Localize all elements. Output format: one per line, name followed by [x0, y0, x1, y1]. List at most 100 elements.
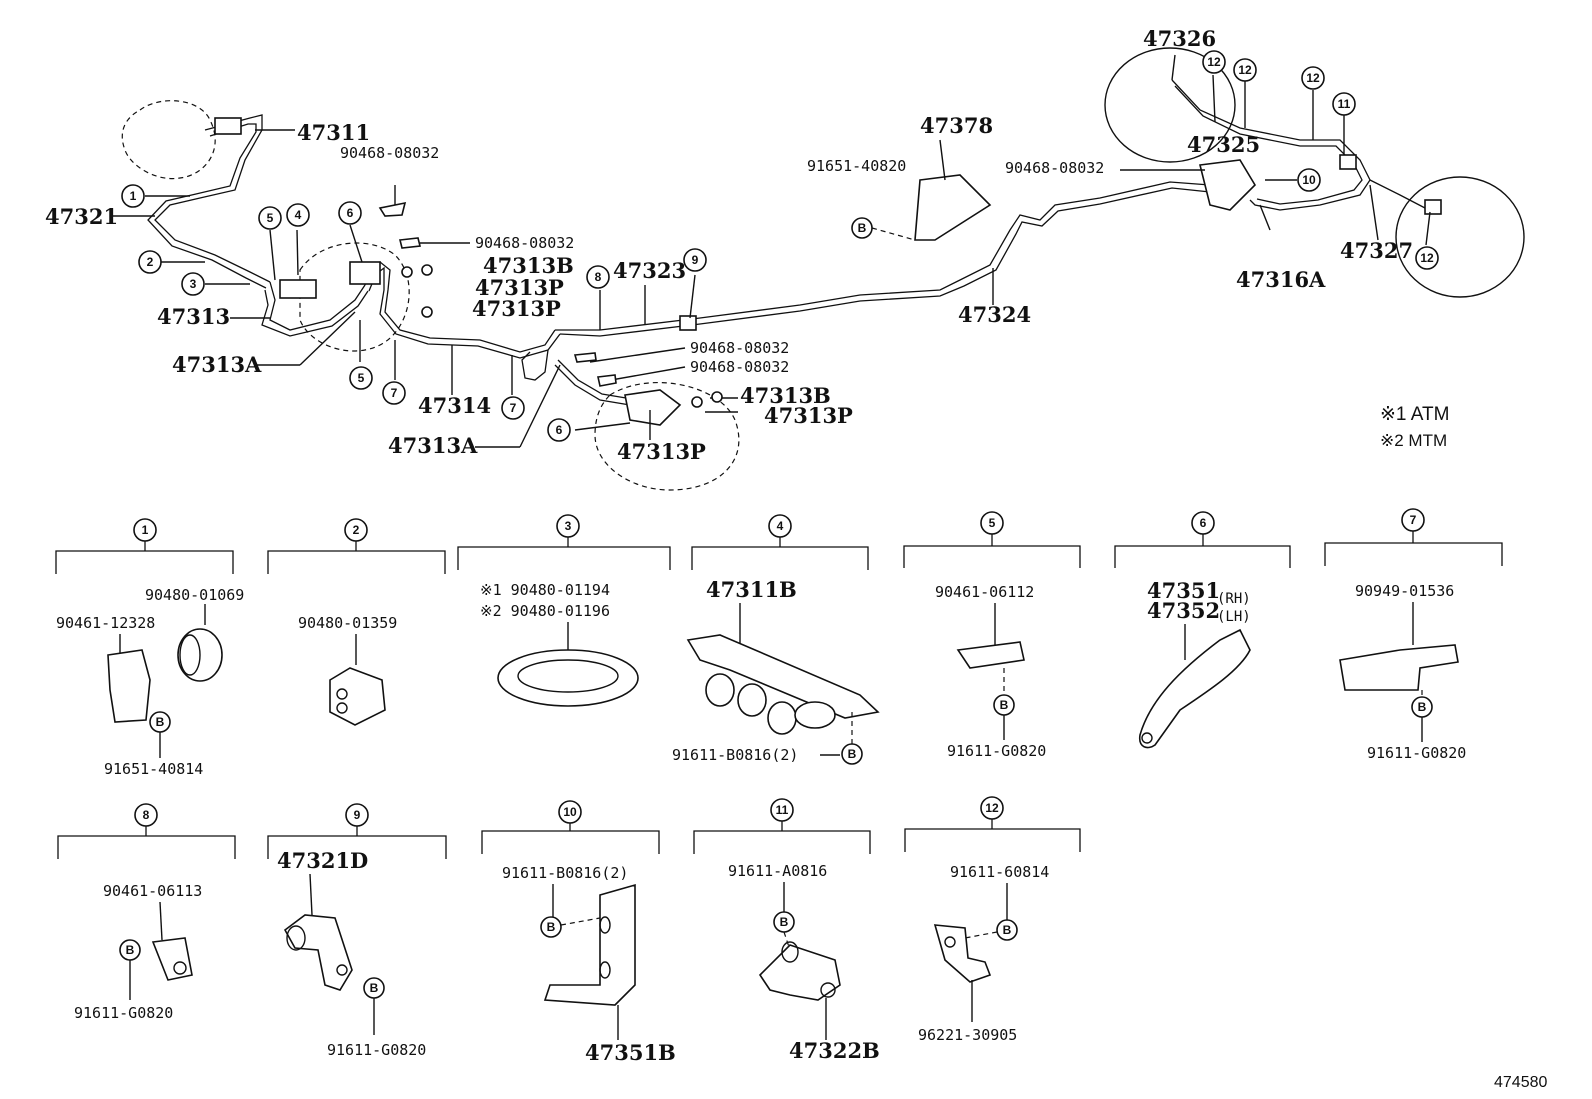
- callout-9: 9: [683, 248, 707, 272]
- label-47314: 47314: [418, 393, 491, 418]
- detail-row-1: 1 90480-01069 90461-12328 B 91651-40814 …: [55, 508, 1503, 778]
- callout-number: 11: [1338, 97, 1351, 111]
- junction-block: [279, 279, 317, 299]
- bracket-47351: [1138, 628, 1251, 749]
- clamp-47311B: [686, 634, 880, 719]
- caliper-fitting: [214, 117, 242, 135]
- label-47378: 47378: [920, 113, 993, 138]
- label-47351B: 47351B: [585, 1040, 676, 1065]
- label-47327: 47327: [1340, 238, 1413, 263]
- callout-5: 5: [258, 206, 282, 230]
- clip-icon: [399, 237, 421, 249]
- clip-detail-12: [933, 924, 992, 983]
- label-91651-40814: 91651-40814: [104, 760, 203, 778]
- callout-number: B: [780, 915, 789, 929]
- callout-number: 5: [267, 211, 274, 225]
- rear-right-lower-drum-outline: [1395, 176, 1525, 298]
- label-96221-30905: 96221-30905: [918, 1026, 1017, 1044]
- callout-number: 7: [1410, 513, 1417, 527]
- label-47313B: 47313B: [740, 383, 831, 408]
- label-91611-G0820: 91611-G0820: [1367, 744, 1466, 762]
- label-47313: 47313: [157, 304, 230, 329]
- legend-mtm: ※2 MTM: [1380, 431, 1447, 450]
- label-47313P: 47313P: [475, 275, 564, 300]
- label-47313A: 47313A: [388, 433, 478, 458]
- bolts: [378, 201, 723, 408]
- main-callouts: 1 2 3 5 4 6 5 7 7 6 8 9 12 12 12 11 10 1…: [121, 50, 1439, 442]
- callout-7: 7: [382, 381, 406, 405]
- callout-number: 12: [1207, 55, 1221, 69]
- label-47322B: 47322B: [789, 1038, 880, 1063]
- label-47326: 47326: [1143, 26, 1216, 51]
- label-90480-01194: ※1 90480-01194: [480, 581, 610, 599]
- callout-5: 5: [349, 366, 373, 390]
- callout-number: 8: [143, 808, 150, 822]
- label-91611-G0820: 91611-G0820: [74, 1004, 173, 1022]
- clip-11: [1339, 154, 1357, 170]
- label-90480-01196: ※2 90480-01196: [480, 602, 610, 620]
- clip-detail-5: [956, 641, 1025, 669]
- nut-icon: [401, 266, 413, 278]
- label-90461-06113: 90461-06113: [103, 882, 202, 900]
- callout-number: B: [1418, 700, 1427, 714]
- rear-right-drum-outline: [1104, 47, 1236, 163]
- label-90949-01536: 90949-01536: [1355, 582, 1454, 600]
- label-91611-A0816: 91611-A0816: [728, 862, 827, 880]
- bolt-marker: B: [851, 217, 873, 239]
- brake-pipes: [147, 79, 1426, 406]
- clamp-detail-2: [329, 667, 386, 726]
- label-47311B: 47311B: [706, 577, 797, 602]
- bracket-47378: [914, 174, 992, 241]
- three-way-joint-47325: [1199, 159, 1257, 211]
- callout-number: 12: [1238, 63, 1252, 77]
- label-90480-01359: 90480-01359: [298, 614, 397, 632]
- callout-1: 1: [121, 184, 145, 208]
- callout-number: B: [1003, 923, 1012, 937]
- detail-11: 11 91611-A0816 B 47322B: [693, 798, 880, 1063]
- label-47325: 47325: [1187, 132, 1260, 157]
- clip-9: [679, 315, 697, 331]
- callout-number: 6: [556, 423, 563, 437]
- washer-icon: [421, 306, 433, 318]
- callout-number: 12: [1306, 71, 1320, 85]
- callout-number: B: [547, 920, 556, 934]
- callout-12: 12: [1415, 246, 1439, 270]
- callout-7: 7: [501, 396, 525, 420]
- rear-left-bracket: [624, 389, 682, 426]
- callout-8: 8: [586, 265, 610, 289]
- clamp-47321D: [283, 914, 353, 991]
- callout-number: 7: [391, 386, 398, 400]
- label-47313P: 47313P: [617, 439, 706, 464]
- label-91611-60814: 91611-60814: [950, 863, 1049, 881]
- callout-number: 6: [1200, 516, 1207, 530]
- callout-number: 10: [563, 805, 577, 819]
- label-90480-01069: 90480-01069: [145, 586, 244, 604]
- callout-3: 3: [181, 272, 205, 296]
- callout-6: 6: [338, 201, 362, 225]
- detail-6: 6 47351 (RH) 47352 (LH): [1114, 511, 1291, 749]
- label-90468-08032: 90468-08032: [475, 234, 574, 252]
- label-47324: 47324: [958, 302, 1031, 327]
- detail-2: 2 90480-01359: [267, 518, 446, 726]
- label-47313P: 47313P: [764, 403, 853, 428]
- detail-12: 12 91611-60814 B 96221-30905: [904, 796, 1081, 1044]
- label-91611-G0820: 91611-G0820: [947, 742, 1046, 760]
- clip-icon: [378, 201, 407, 217]
- label-91611-B0816: 91611-B0816(2): [502, 864, 628, 882]
- callout-number: B: [848, 747, 857, 761]
- callout-6: 6: [547, 418, 571, 442]
- label-47313A: 47313A: [172, 352, 262, 377]
- label-90468-08032: 90468-08032: [690, 358, 789, 376]
- label-47352: 47352: [1147, 598, 1220, 623]
- callout-number: 3: [565, 519, 572, 533]
- rear-right-fitting: [1424, 199, 1442, 215]
- callout-11: 11: [1332, 92, 1356, 116]
- label-90461-12328: 90461-12328: [56, 614, 155, 632]
- callout-number: 9: [692, 253, 699, 267]
- callout-number: 4: [777, 519, 784, 533]
- callout-number: 12: [1420, 251, 1434, 265]
- label-91611-B0816: 91611-B0816(2): [672, 746, 798, 764]
- callout-number: 11: [776, 803, 789, 817]
- detail-10: 10 91611-B0816(2) B 47351B: [481, 800, 676, 1065]
